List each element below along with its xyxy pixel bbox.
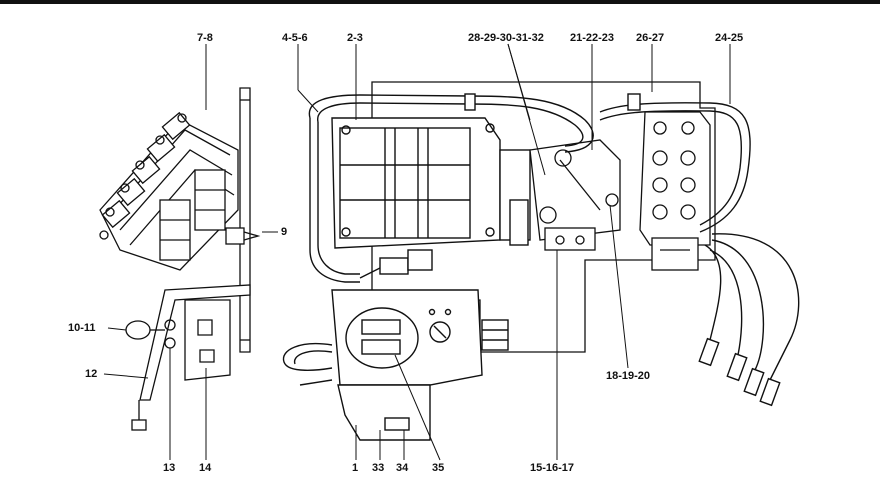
callout-28-29-30-31-32: 28-29-30-31-32 bbox=[468, 32, 544, 44]
callout-13: 13 bbox=[163, 462, 176, 474]
callout-7-8: 7-8 bbox=[197, 32, 213, 44]
callout-34: 34 bbox=[396, 462, 409, 474]
callout-14: 14 bbox=[199, 462, 212, 474]
callout-4-5-6: 4-5-6 bbox=[282, 32, 308, 44]
contactor-bank-drawing bbox=[99, 87, 261, 353]
cable-drawing bbox=[308, 93, 800, 407]
callout-26-27: 26-27 bbox=[636, 32, 665, 44]
key-switch-bracket-drawing bbox=[125, 284, 251, 431]
callout-35: 35 bbox=[432, 462, 445, 474]
callout-1: 1 bbox=[352, 462, 359, 474]
callout-9: 9 bbox=[281, 226, 288, 238]
meter-box-drawing bbox=[282, 289, 509, 441]
callout-12: 12 bbox=[85, 368, 98, 380]
callout-2-3: 2-3 bbox=[347, 32, 363, 44]
callout-24-25: 24-25 bbox=[715, 32, 744, 44]
transformer-drawing bbox=[331, 117, 531, 249]
callout-18-19-20: 18-19-20 bbox=[606, 370, 651, 382]
callout-15-16-17: 15-16-17 bbox=[530, 462, 575, 474]
terminal-block-drawing bbox=[529, 111, 711, 271]
top-border bbox=[0, 0, 880, 4]
callout-21-22-23: 21-22-23 bbox=[570, 32, 615, 44]
leader-lines bbox=[103, 43, 731, 461]
callout-33: 33 bbox=[372, 462, 385, 474]
callout-10-11: 10-11 bbox=[68, 322, 96, 334]
